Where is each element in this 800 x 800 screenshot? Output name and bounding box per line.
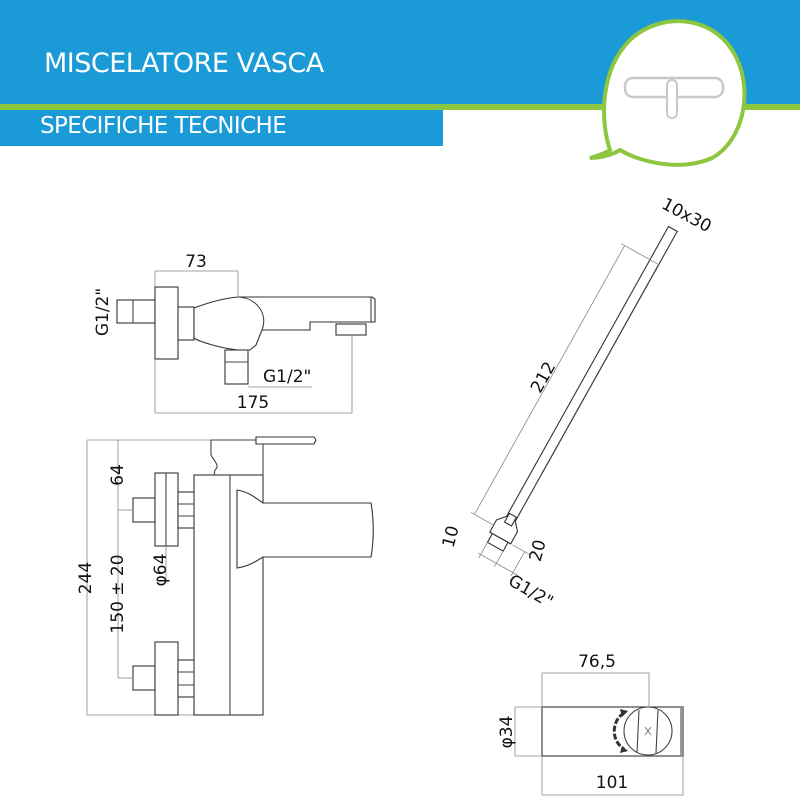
dim-76-5: 76,5 [578,652,616,672]
outlet-connection-label: G1/2" [263,367,311,387]
dim-175: 175 [237,393,269,413]
dim-64: 64 [108,464,128,486]
front-view: 244 64 150 ± 20 φ64 [76,436,374,716]
rotation-arrow-icon [612,711,625,751]
shower-arm-view: 212 10x30 10 20 G1/2" [439,194,715,612]
dim-101: 101 [596,773,628,793]
header-divider [0,104,800,110]
wall-connection-label: G1/2" [93,288,113,336]
dim-diameter-34: φ34 [497,716,517,749]
dim-73: 73 [185,252,207,272]
dim-244: 244 [76,562,96,594]
page-subtitle: SPECIFICHE TECNICHE [40,113,287,139]
bath-mixer-icon [589,19,747,167]
top-view: 73 175 G1/2" G1/2" [93,252,376,414]
dim-212: 212 [527,359,560,397]
handle-view: 76,5 101 φ34 [497,652,684,796]
page-title: MISCELATORE VASCA [44,48,324,79]
dim-20: 20 [526,538,551,564]
subtitle-banner [0,110,443,146]
dim-150: 150 ± 20 [108,554,128,633]
dim-flange-64: φ64 [151,554,171,587]
arm-connection-label: G1/2" [505,571,557,613]
dim-10: 10 [439,524,464,550]
